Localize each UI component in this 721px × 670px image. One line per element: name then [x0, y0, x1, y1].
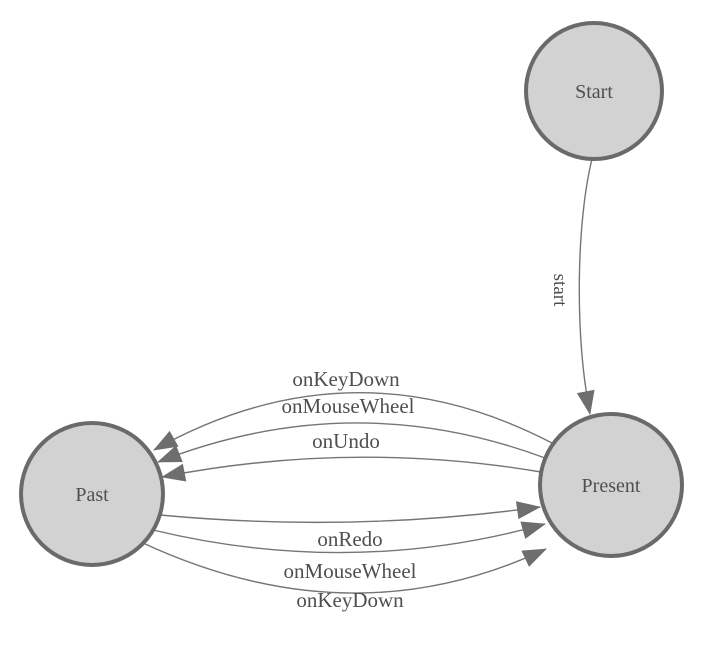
edge-present-to-past-onmousewheel [157, 422, 546, 463]
edge-present-to-past-onundo [161, 456, 542, 482]
edge-present-to-past-onkeydown [153, 392, 553, 451]
node-past-circle [19, 421, 165, 567]
node-start-label: Start [575, 81, 613, 103]
edge-label-onmousewheel-upper: onMouseWheel [282, 394, 415, 418]
edge-label-onmousewheel-lower: onMouseWheel [284, 559, 417, 583]
edge-past-to-present-onkeydown [142, 542, 547, 594]
edge-label-onkeydown-lower: onKeyDown [296, 588, 404, 612]
edge-past-to-present-onmousewheel [152, 521, 546, 554]
edge-start-to-present [576, 158, 595, 415]
edge-label-start: start [549, 274, 570, 307]
node-present: Present [538, 412, 684, 558]
node-present-circle [538, 412, 684, 558]
node-start: Start [524, 21, 664, 161]
node-past-label: Past [75, 484, 109, 506]
node-present-label: Present [582, 475, 641, 497]
edge-label-group: start onKeyDown onMouseWheel onUndo onRe… [282, 274, 570, 612]
node-past: Past [19, 421, 165, 567]
edge-past-to-present-onredo [159, 501, 541, 524]
node-start-circle [524, 21, 664, 161]
edge-label-onkeydown-upper: onKeyDown [292, 367, 400, 391]
edge-group [142, 158, 595, 594]
node-group: Start Present Past [19, 21, 684, 567]
edge-label-onundo: onUndo [312, 429, 380, 453]
edge-label-onredo: onRedo [317, 527, 382, 551]
